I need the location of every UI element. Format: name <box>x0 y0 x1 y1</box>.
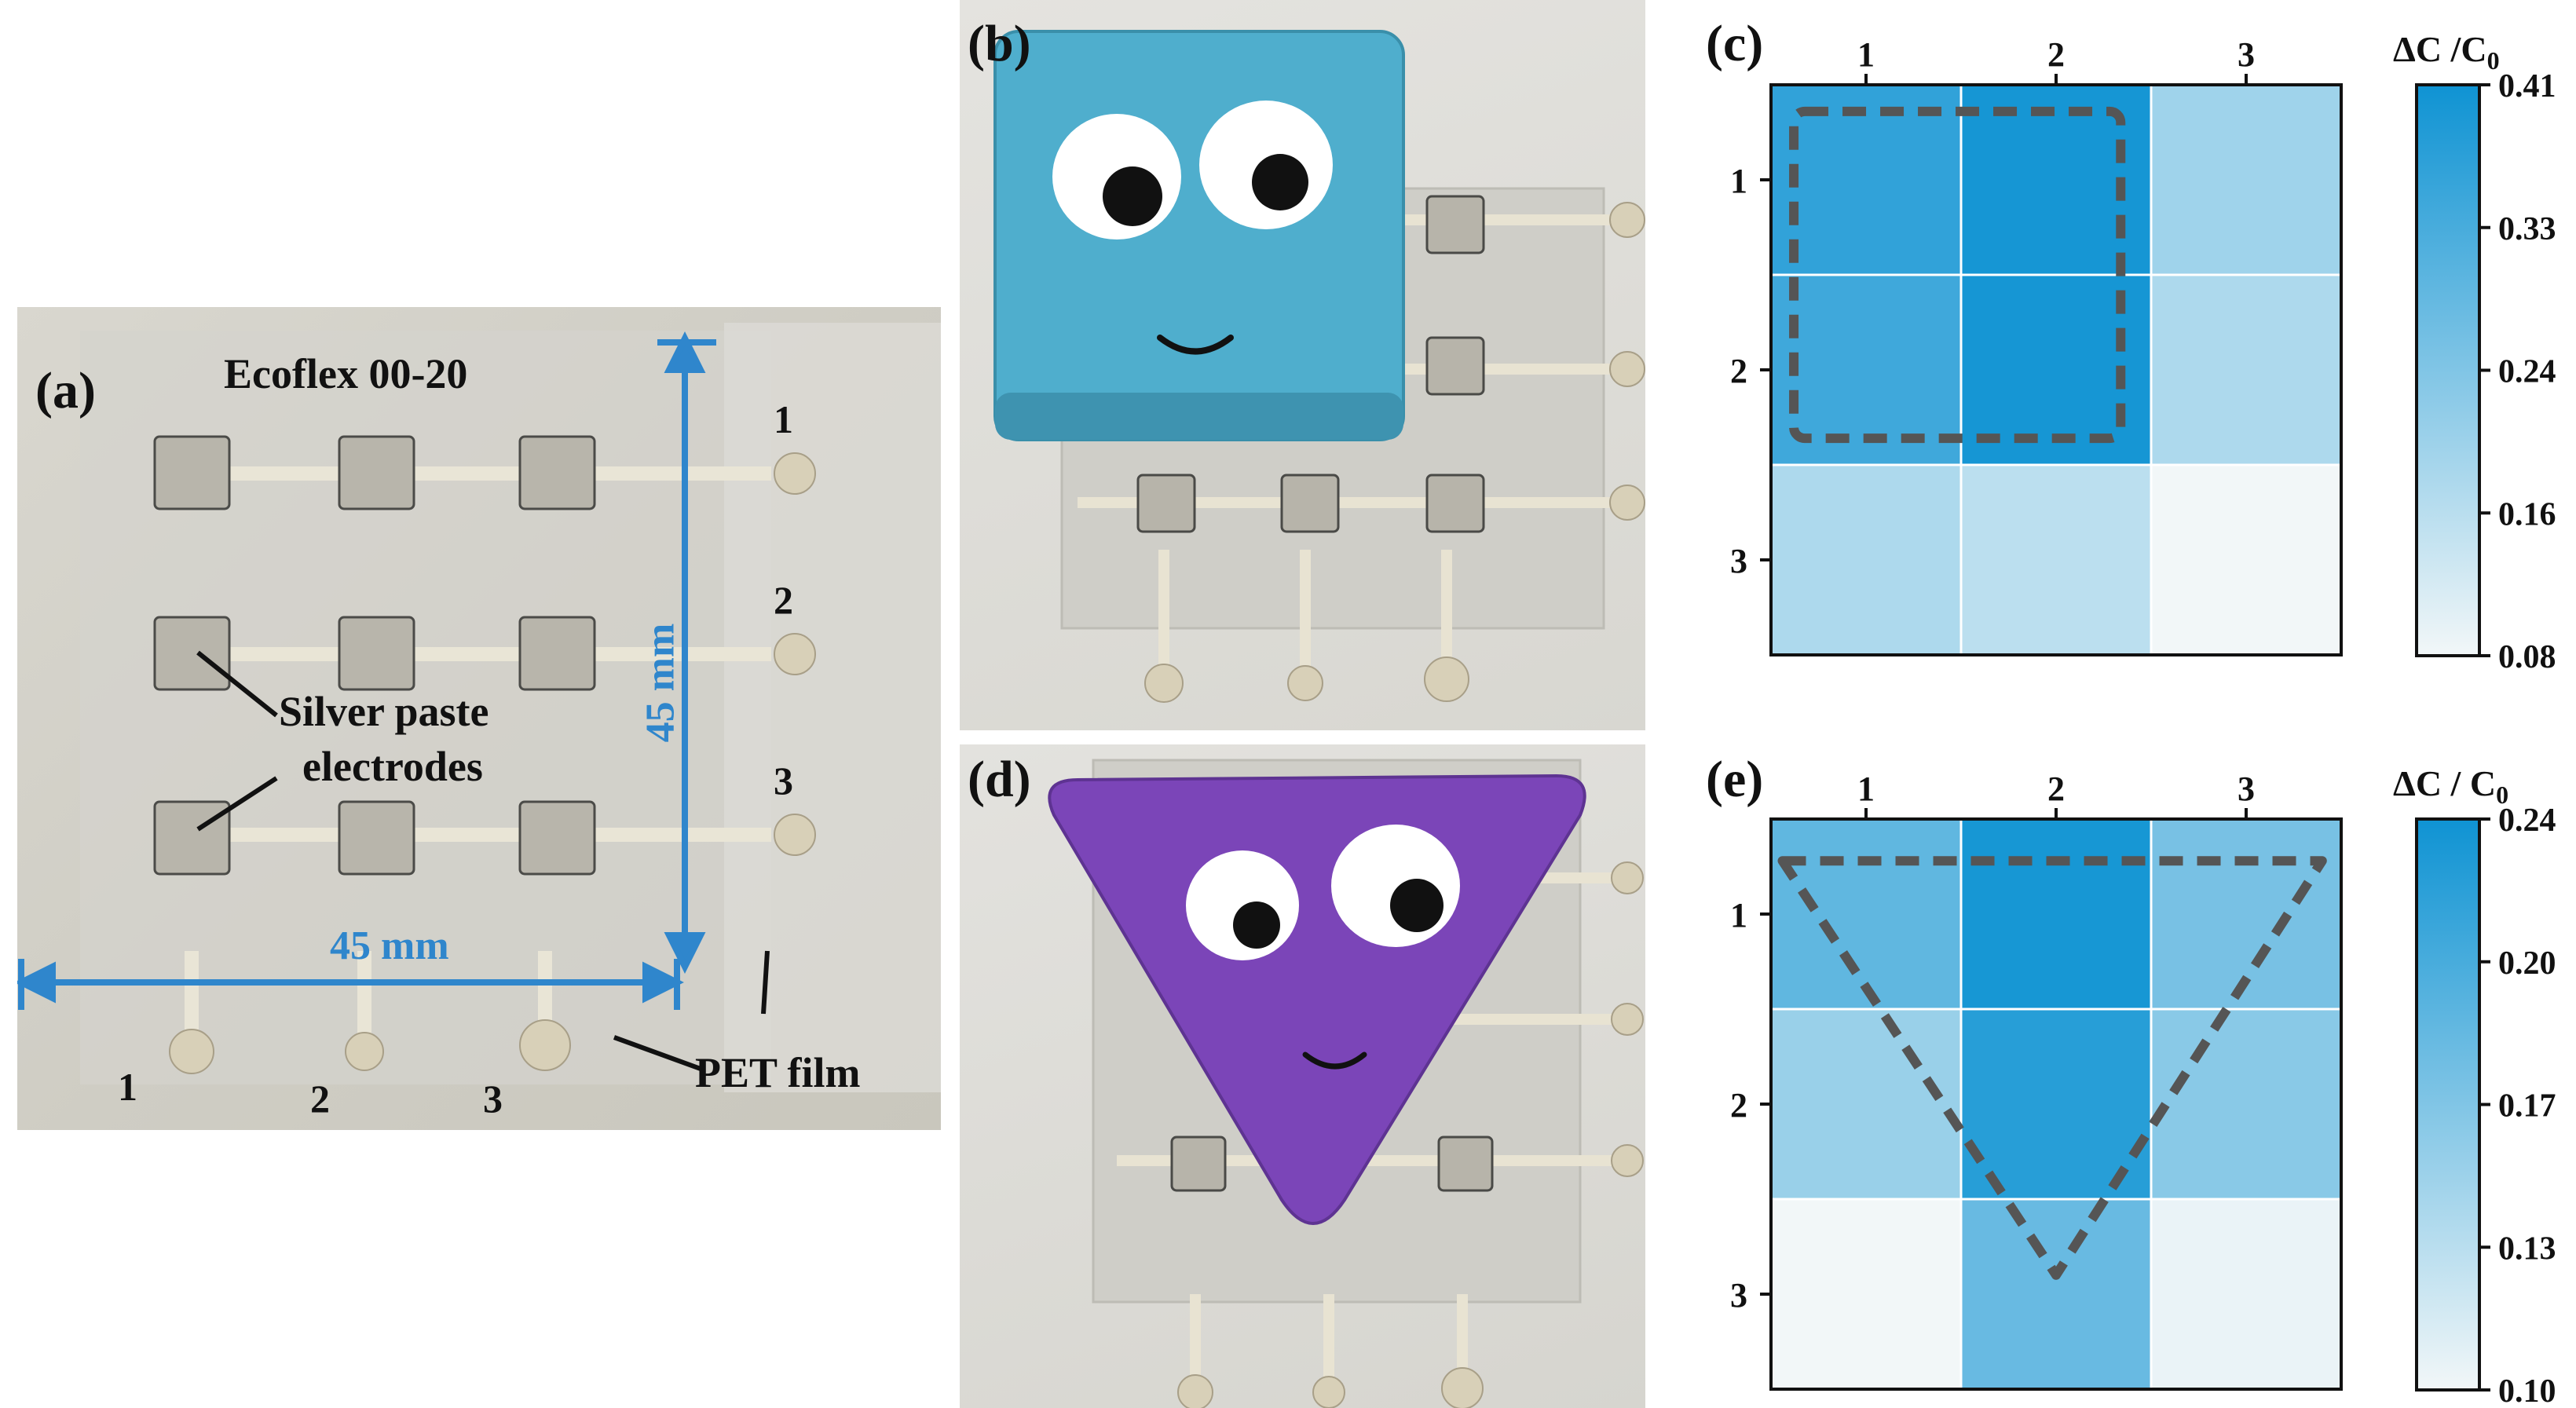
colorbar <box>2415 817 2481 1392</box>
colorbar-tick-label: 0.17 <box>2498 1088 2556 1125</box>
y-tick-label: 2 <box>1730 352 1747 390</box>
heatmap-cell <box>2150 1008 2343 1201</box>
heatmap-cell <box>1769 1008 1963 1201</box>
heatmap-cell <box>1959 1008 2153 1201</box>
panel-c-label: (c) <box>1706 15 1764 72</box>
electrode-label-line1: Silver paste <box>279 688 489 735</box>
y-tick-label: 1 <box>1730 162 1747 200</box>
y-tick-label: 2 <box>1730 1086 1747 1125</box>
heatmap-cell <box>1769 463 1963 656</box>
material-label: Ecoflex 00-20 <box>224 350 468 397</box>
colorbar-tick-label: 0.24 <box>2498 803 2556 839</box>
colorbar-tick-label: 0.13 <box>2498 1231 2556 1267</box>
colorbar-tick-label: 0.20 <box>2498 945 2556 982</box>
panel-a-label: (a) <box>35 362 96 419</box>
heatmap-cell <box>2150 83 2343 276</box>
colorbar-tick-label: 0.41 <box>2498 68 2556 104</box>
panel-a-photo <box>17 307 941 1130</box>
panel-d-photo <box>960 744 1645 1408</box>
row-number-3: 3 <box>774 759 793 803</box>
panel-a-sensor-drawing <box>17 323 941 1092</box>
heatmap-cell <box>1769 1198 1963 1391</box>
col-number-3: 3 <box>483 1077 503 1121</box>
panel-d-drawing <box>1048 759 1644 1408</box>
x-tick-label: 2 <box>2047 770 2065 808</box>
panel-e-label: (e) <box>1706 751 1764 808</box>
pet-film-label: PET film <box>695 1049 861 1096</box>
heatmap-c: 1 2 3 1 2 3 0.41 0.33 0.24 0.16 0.08 ΔC /C0 <box>1730 29 2556 675</box>
x-tick-label: 1 <box>1857 770 1875 808</box>
heatmap-cell <box>1769 817 1963 1011</box>
colorbar-title: ΔC /C0 <box>2393 29 2500 75</box>
heatmap-cell <box>1959 463 2153 656</box>
panel-b-label: (b) <box>968 15 1031 72</box>
panel-b-photo <box>960 0 1645 730</box>
colorbar-tick-label: 0.33 <box>2498 211 2556 247</box>
heatmap-cell <box>2150 273 2343 466</box>
colorbar-tick-label: 0.08 <box>2498 639 2556 675</box>
heatmap-cell <box>1769 273 1963 466</box>
col-number-1: 1 <box>118 1065 137 1109</box>
colorbar-tick-label: 0.24 <box>2498 354 2556 390</box>
colorbar-tick-label: 0.10 <box>2498 1373 2556 1408</box>
panel-d-label: (d) <box>968 751 1031 808</box>
x-tick-label: 3 <box>2238 35 2255 74</box>
row-number-2: 2 <box>774 578 793 622</box>
y-tick-label: 3 <box>1730 1276 1747 1315</box>
colorbar <box>2415 83 2481 657</box>
x-tick-label: 3 <box>2238 770 2255 808</box>
heatmap-e: 1 2 3 1 2 3 0.24 0.20 0.17 0.13 0.10 ΔC / C0 <box>1730 763 2556 1408</box>
y-tick-label: 1 <box>1730 896 1747 934</box>
x-tick-label: 1 <box>1857 35 1875 74</box>
dashed-triangle-overlay <box>1777 856 2327 1280</box>
heatmap-cell <box>2150 1198 2343 1391</box>
row-number-1: 1 <box>774 397 793 441</box>
heatmap-cell <box>1959 1198 2153 1391</box>
y-tick-label: 3 <box>1730 542 1747 580</box>
horizontal-dimension-label: 45 mm <box>330 923 449 968</box>
dashed-square-overlay <box>1789 106 2126 444</box>
colorbar-title: ΔC / C0 <box>2393 763 2508 809</box>
panel-b-drawing <box>993 30 1645 703</box>
heatmap-cell <box>2150 463 2343 656</box>
x-tick-label: 2 <box>2047 35 2065 74</box>
electrode-label-line2: electrodes <box>302 743 483 790</box>
col-number-2: 2 <box>310 1077 330 1121</box>
heatmap-cell <box>1959 817 2153 1011</box>
colorbar-tick-label: 0.16 <box>2498 496 2556 532</box>
